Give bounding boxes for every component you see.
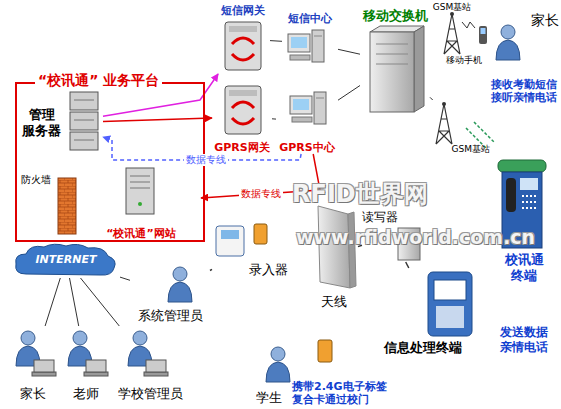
device-node: 短信中心: [282, 12, 338, 74]
web-server-icon: [126, 168, 154, 214]
node-label: 携带2.4G电子标签 复合卡通过校门: [292, 380, 397, 406]
connector: [120, 277, 130, 280]
node-label: GPRS网关: [214, 141, 269, 154]
device-node: 防火墙: [21, 174, 79, 240]
watermark: RFID世界网: [292, 182, 428, 206]
node-label: 管理 服务器: [21, 107, 63, 138]
tower-icon: [444, 12, 460, 54]
server-icon: [70, 92, 98, 150]
node-label: 系统管理员: [138, 308, 203, 324]
gprs-center-icon: [290, 92, 326, 124]
node-label: 学校管理员: [118, 386, 183, 402]
person-icon: [168, 267, 192, 302]
recorder-icon: [216, 224, 267, 256]
node-label: 发送数据 亲情电话: [498, 325, 550, 354]
connector: [338, 86, 360, 101]
node-label: 短信中心: [288, 12, 332, 25]
person-icon: [266, 347, 290, 382]
node-label: 短信网关: [221, 4, 265, 17]
edge-label: 数据专线: [184, 154, 228, 166]
platform-box: “校讯通” 业务平台管理 服务器防火墙“校讯通”网站: [15, 82, 205, 242]
node-label: “校讯通” 业务平台: [35, 72, 162, 89]
user-icons: [16, 331, 168, 376]
edge-label: 数据专线: [239, 188, 283, 200]
device-node: GSM基站: [430, 100, 490, 155]
connector: [210, 269, 212, 270]
switch-icon: [370, 26, 424, 112]
signal-arrows: [466, 122, 494, 148]
mobile-phone-icon: [462, 22, 487, 44]
internet-cloud: INTERNET: [12, 242, 120, 278]
connector: [406, 262, 409, 268]
device-node: 录入器: [212, 218, 288, 278]
device-node: 家长: [8, 326, 58, 402]
node-label: 家长: [531, 12, 559, 29]
node-label: GPRS中心: [279, 141, 334, 154]
device-node: GPRS中心: [276, 88, 338, 154]
device-node: 天线: [310, 198, 358, 310]
watermark: www.rfidworld.com.cn: [296, 228, 535, 247]
node-label: 读写器: [362, 210, 398, 224]
device-node: “校讯通”网站: [81, 164, 201, 240]
device-node: 学生携带2.4G电子标签 复合卡通过校门: [256, 358, 416, 406]
device-node: 老师: [62, 326, 110, 402]
device-node: 校讯通 终端发送数据 亲情电话: [490, 252, 558, 354]
connector: [338, 49, 360, 54]
device-node: 移动手机: [440, 52, 488, 68]
node-label: 家长: [20, 386, 46, 402]
device-node: GPRS网关: [212, 80, 272, 154]
device-node: 短信网关: [215, 4, 270, 74]
antenna-icon: [318, 206, 356, 288]
device-node: 家长接收考勤短信 接听亲情电话: [488, 12, 559, 104]
node-label: 移动交换机: [363, 8, 428, 24]
node-label: 校讯通 终端: [503, 252, 545, 283]
connector: [70, 278, 79, 326]
node-label: 接收考勤短信 接听亲情电话: [489, 78, 557, 104]
device-node: 学校管理员: [112, 326, 188, 402]
node-label: 防火墙: [21, 174, 51, 186]
connector: [45, 278, 60, 326]
node-label: GSM基站: [452, 144, 490, 155]
connector: [430, 97, 433, 100]
device-node: 移动交换机: [360, 8, 430, 116]
person-icon: [496, 25, 520, 60]
sms-center-icon: [288, 30, 324, 62]
connector: [103, 118, 212, 122]
info-terminal-icon: [428, 272, 472, 336]
tag-card-icon: [318, 340, 332, 362]
node-label: INTERNET: [35, 253, 96, 266]
device-node: GSM基站: [430, 2, 474, 52]
node-label: GSM基站: [433, 2, 471, 13]
node-label: 学生: [256, 390, 282, 406]
sms-gateway-icon: [225, 22, 261, 70]
node-label: 信息处理终端: [384, 340, 462, 356]
node-label: 移动手机: [446, 55, 482, 66]
device-node: 系统管理员: [130, 262, 210, 324]
node-label: “校讯通”网站: [106, 227, 175, 240]
connector: [81, 278, 120, 326]
device-node: 信息处理终端: [384, 268, 480, 356]
gprs-gateway-icon: [225, 86, 261, 134]
node-label: 录入器: [249, 262, 288, 278]
tower-icon: [436, 102, 452, 144]
connector: [272, 118, 276, 119]
node-label: 老师: [73, 386, 99, 402]
connector: [270, 40, 282, 42]
device-node: 管理 服务器: [21, 90, 103, 156]
node-label: 天线: [321, 294, 347, 310]
firewall-icon: [58, 178, 76, 234]
